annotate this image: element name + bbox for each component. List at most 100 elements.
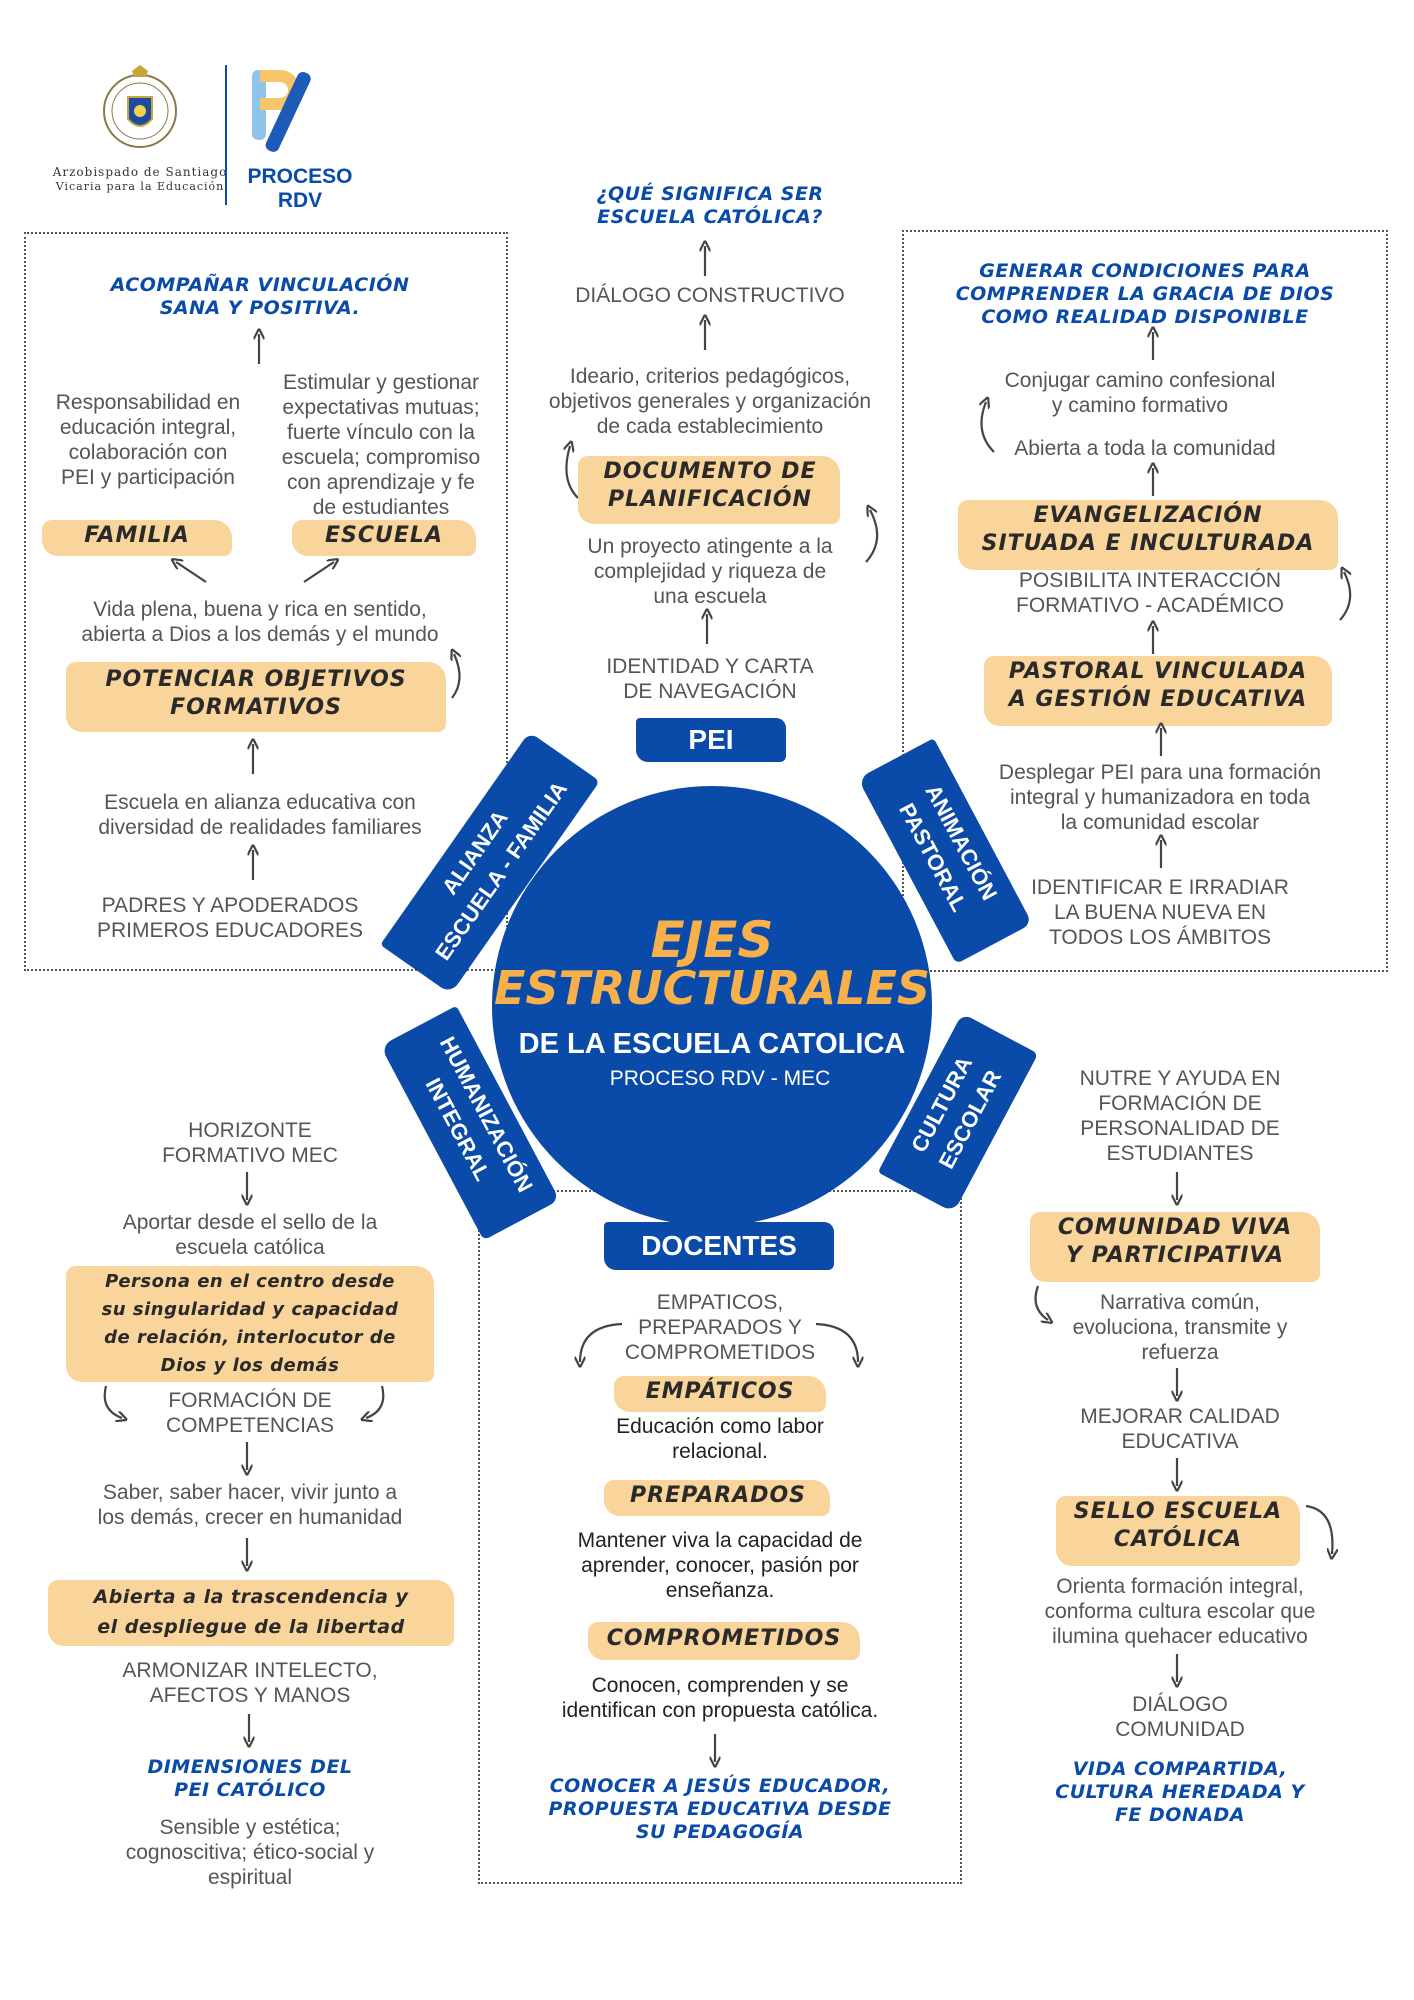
- hum-persona-line3: de relación, interlocutor de: [104, 1327, 396, 1348]
- cult-orienta: Orienta formación integral, conforma cul…: [1020, 1574, 1340, 1649]
- pastoral-identificar-line2: LA BUENA NUEVA EN: [1053, 901, 1267, 924]
- center-title-line1: EJES: [650, 911, 774, 969]
- arrow-down-icon: [244, 1714, 254, 1746]
- pastoral-generar-line2: COMPRENDER LA GRACIA DE DIOS: [955, 283, 1335, 305]
- pei-ideario-line3: de cada establecimiento: [596, 415, 824, 438]
- familia-estim-line5: con aprendizaje y fe: [287, 471, 475, 494]
- doc-empaticos-header-line1: EMPATICOS,: [656, 1291, 784, 1314]
- cult-mejorar-line1: MEJORAR CALIDAD: [1080, 1405, 1280, 1428]
- hum-formacion-line2: COMPETENCIAS: [165, 1414, 335, 1437]
- cult-comunidad-highlight: [1030, 1212, 1320, 1282]
- familia-estim-line2: expectativas mutuas;: [282, 396, 480, 419]
- pei-doc-line2: PLANIFICACIÓN: [608, 487, 812, 512]
- pei-doc-highlight: [578, 456, 840, 524]
- arrow-up-icon: [700, 242, 710, 276]
- pastoral-desplegar: Desplegar PEI para una formación integra…: [975, 760, 1345, 835]
- center-tagline: PROCESO RDV - MEC: [609, 1067, 831, 1090]
- cult-vida-line1: VIDA COMPARTIDA,: [1072, 1758, 1288, 1780]
- familia-vida-line2: abierta a Dios a los demás y el mundo: [81, 623, 439, 646]
- curved-arrow-icon: [446, 650, 470, 699]
- familia-acompanar-line1: ACOMPAÑAR VINCULACIÓN: [110, 274, 410, 296]
- pastoral-abierta: Abierta a toda la comunidad: [1014, 437, 1276, 460]
- pastoral-generar: GENERAR CONDICIONES PARA COMPRENDER LA G…: [920, 260, 1370, 329]
- center-title-line2: ESTRUCTURALES: [493, 961, 931, 1015]
- rv-logo-icon: [252, 70, 342, 160]
- familia-alianza-line2: diversidad de realidades familiares: [98, 816, 422, 839]
- familia-estim-line1: Estimular y gestionar: [282, 371, 480, 394]
- cult-dialogo-line1: DIÁLOGO: [1132, 1693, 1228, 1716]
- arrow-diagonal-icon: [170, 556, 207, 583]
- familia-estim-line3: fuerte vínculo con la: [287, 421, 475, 444]
- arrow-up-icon: [1148, 464, 1158, 496]
- pastoral-desplegar-line3: la comunidad escolar: [1060, 811, 1260, 834]
- curved-arrow-icon: [1305, 1504, 1342, 1560]
- cult-mejorar: MEJORAR CALIDAD EDUCATIVA: [1040, 1404, 1320, 1454]
- hum-persona-line1: Persona en el centro desde: [105, 1271, 395, 1292]
- pastoral-box: [902, 230, 1388, 972]
- center-subtitle: DE LA ESCUELA CATOLICA: [518, 1028, 906, 1060]
- curved-arrow-icon: [360, 1385, 385, 1424]
- familia-label: FAMILIA: [84, 523, 190, 548]
- pei-identidad-line2: DE NAVEGACIÓN: [623, 680, 797, 703]
- hum-sensible-line3: espiritual: [207, 1866, 293, 1889]
- doc-mantener-line2: aprender, conocer, pasión por: [581, 1554, 859, 1577]
- potenciar-line2: FORMATIVOS: [170, 695, 342, 720]
- pastoral-posibilita: POSIBILITA INTERACCIÓN FORMATIVO - ACADÉ…: [990, 568, 1310, 618]
- curved-arrow-icon: [972, 396, 995, 453]
- hum-saber: Saber, saber hacer, vivir junto a los de…: [70, 1480, 430, 1530]
- cult-vida: VIDA COMPARTIDA, CULTURA HEREDADA Y FE D…: [1030, 1758, 1330, 1827]
- doc-preparados-highlight: [604, 1480, 830, 1516]
- cult-vida-line3: FE DONADA: [1114, 1804, 1246, 1826]
- arrow-down-icon: [242, 1538, 252, 1570]
- cult-sello-line1: SELLO ESCUELA: [1073, 1499, 1283, 1524]
- pastoral-identificar-line3: TODOS LOS ÁMBITOS: [1048, 926, 1272, 949]
- pastoral-identificar-line1: IDENTIFICAR E IRRADIAR: [1031, 876, 1289, 899]
- cult-orienta-line2: conforma cultura escolar que: [1044, 1600, 1316, 1623]
- cult-comunidad-line2: Y PARTICIPATIVA: [1066, 1243, 1284, 1268]
- cult-mejorar-line2: EDUCATIVA: [1121, 1430, 1239, 1453]
- hum-trasc-highlight: [48, 1580, 454, 1646]
- header-divider: [225, 65, 227, 205]
- hum-saber-line2: los demás, crecer en humanidad: [97, 1506, 403, 1529]
- axis-pei: PEI: [636, 718, 786, 762]
- pastoral-conjugar-line2: y camino formativo: [1051, 394, 1229, 417]
- familia-estim: Estimular y gestionar expectativas mutua…: [266, 370, 496, 520]
- hum-persona-line4: Dios y los demás: [160, 1355, 340, 1376]
- cult-sello-highlight: [1056, 1496, 1300, 1566]
- doc-educacion-line1: Educación como labor: [616, 1415, 824, 1438]
- hum-sensible-line1: Sensible y estética;: [159, 1816, 341, 1839]
- hum-aportar: Aportar desde el sello de la escuela cat…: [80, 1210, 420, 1260]
- familia-vida-line1: Vida plena, buena y rica en sentido,: [93, 598, 427, 621]
- familia-resp-line4: PEI y participación: [61, 466, 235, 489]
- pastoral-generar-line3: COMO REALIDAD DISPONIBLE: [981, 306, 1309, 328]
- hum-trasc-label: Abierta a la trascendencia y el desplieg…: [40, 1582, 462, 1642]
- potenciar-line1: POTENCIAR OBJETIVOS: [105, 667, 407, 692]
- pei-proyecto-line2: complejidad y riqueza de: [593, 560, 827, 583]
- curved-arrow-icon: [103, 1385, 128, 1424]
- brand-name: PROCESO RDV: [247, 165, 353, 212]
- arrow-down-icon: [1172, 1458, 1182, 1490]
- hum-sensible: Sensible y estética; cognoscitiva; ético…: [90, 1815, 410, 1890]
- cult-narrativa-line2: evoluciona, transmite y: [1072, 1316, 1288, 1339]
- hum-dimensiones: DIMENSIONES DEL PEI CATÓLICO: [110, 1756, 390, 1802]
- pei-proyecto-line3: una escuela: [653, 585, 767, 608]
- arrow-up-icon: [248, 740, 258, 774]
- hum-formacion-line1: FORMACIÓN DE: [168, 1389, 332, 1412]
- arrow-down-icon: [242, 1172, 252, 1204]
- doc-mantener-line3: enseñanza.: [665, 1579, 775, 1602]
- hum-dimensiones-line1: DIMENSIONES DEL: [147, 1756, 353, 1778]
- doc-conocer: CONOCER A JESÚS EDUCADOR, PROPUESTA EDUC…: [520, 1775, 920, 1844]
- pei-dialogo: DIÁLOGO CONSTRUCTIVO: [575, 284, 845, 307]
- familia-acompanar: ACOMPAÑAR VINCULACIÓN SANA Y POSITIVA.: [70, 274, 450, 320]
- cult-dialogo: DIÁLOGO COMUNIDAD: [1060, 1692, 1300, 1742]
- pastoral-conjugar-line1: Conjugar camino confesional: [1004, 369, 1276, 392]
- doc-mantener: Mantener viva la capacidad de aprender, …: [540, 1528, 900, 1603]
- doc-empaticos-header-line2: PREPARADOS Y: [638, 1316, 802, 1339]
- arrow-down-icon: [1172, 1368, 1182, 1400]
- hum-sensible-line2: cognoscitiva; ético-social y: [125, 1841, 375, 1864]
- cult-narrativa: Narrativa común, evoluciona, transmite y…: [1040, 1290, 1320, 1365]
- doc-preparados-label: PREPARADOS: [630, 1483, 806, 1508]
- familia-alianza-line1: Escuela en alianza educativa con: [104, 791, 416, 814]
- pastoral-desplegar-line1: Desplegar PEI para una formación: [998, 761, 1322, 784]
- org-name-line2: Vicaria para la Educación: [55, 180, 225, 193]
